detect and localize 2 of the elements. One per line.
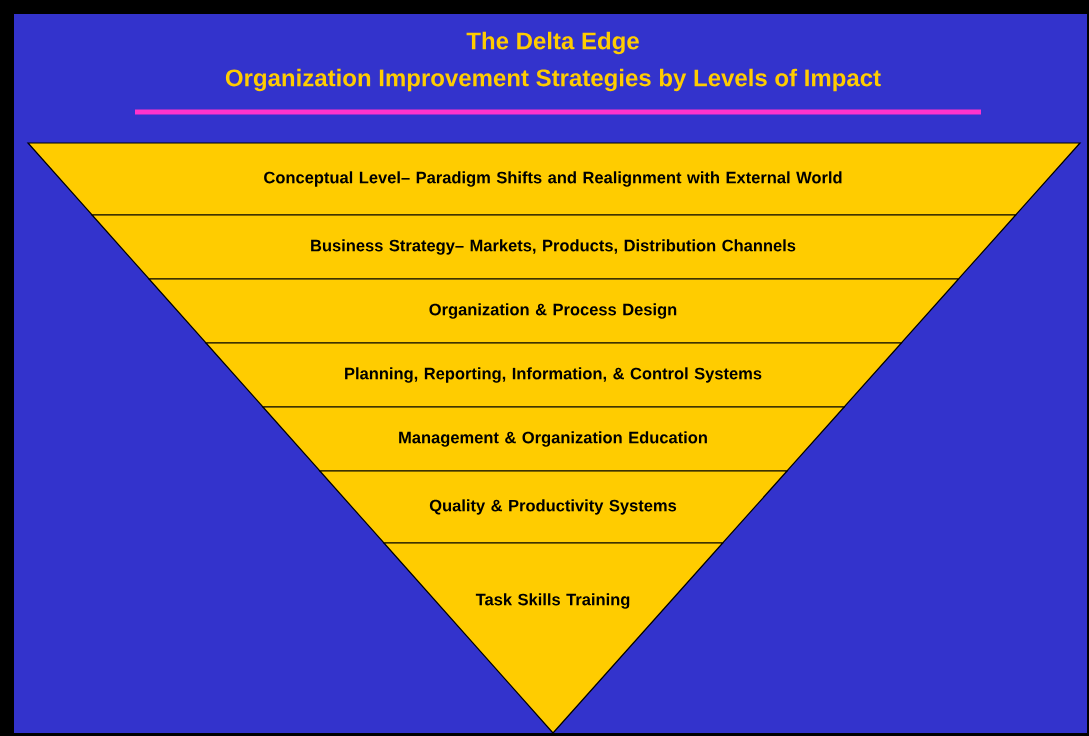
title: The Delta Edge	[466, 31, 639, 55]
subtitle: Organization Improvement Strategies by Levels of Impact	[225, 68, 881, 92]
